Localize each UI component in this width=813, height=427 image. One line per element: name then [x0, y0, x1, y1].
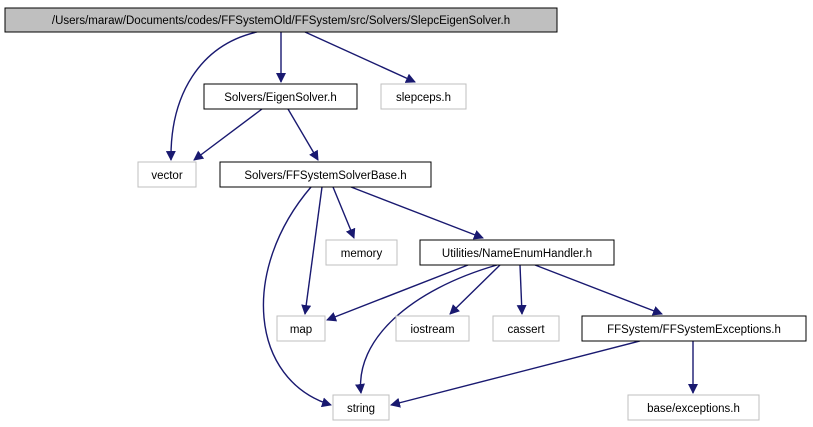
edge-nameenum-to-iostream: [449, 264, 501, 315]
node-base-exceptions-h[interactable]: base/exceptions.h: [627, 394, 760, 421]
node-ffsystemexceptions-h[interactable]: FFSystem/FFSystemExceptions.h: [581, 315, 807, 342]
edge-root-to-vector: [165, 31, 258, 161]
node-nameenumhandler-h-label: Utilities/NameEnumHandler.h: [442, 248, 592, 260]
edge-eigensolver-to-solverbase: [287, 108, 319, 161]
node-map-label: map: [290, 324, 312, 336]
node-solverbase-h-label: Solvers/FFSystemSolverBase.h: [244, 170, 406, 182]
node-solverbase-h[interactable]: Solvers/FFSystemSolverBase.h: [219, 161, 432, 188]
node-iostream-label: iostream: [410, 324, 454, 336]
edge-solverbase-to-memory: [332, 186, 356, 239]
node-vector[interactable]: vector: [137, 161, 197, 188]
edge-solverbase-to-map: [301, 186, 323, 315]
edge-nameenum-to-cassert: [516, 264, 527, 315]
node-nameenumhandler-h[interactable]: Utilities/NameEnumHandler.h: [419, 239, 615, 266]
node-cassert[interactable]: cassert: [492, 315, 560, 342]
edge-nameenum-to-map: [326, 264, 469, 322]
node-root-file-label: /Users/maraw/Documents/codes/FFSystemOld…: [52, 15, 510, 27]
node-slepceps-h[interactable]: slepceps.h: [380, 83, 467, 110]
node-iostream[interactable]: iostream: [395, 315, 470, 342]
node-map[interactable]: map: [276, 315, 326, 342]
edge-ffexceptions-to-string: [390, 340, 641, 408]
node-string-label: string: [347, 403, 375, 415]
node-cassert-label: cassert: [507, 324, 545, 336]
edge-solverbase-to-nameenum: [350, 186, 484, 240]
edge-nameenum-to-string: [355, 264, 498, 394]
edges-layer: [165, 31, 698, 408]
node-memory[interactable]: memory: [325, 239, 398, 266]
node-slepceps-h-label: slepceps.h: [396, 92, 451, 104]
node-vector-label: vector: [151, 170, 182, 182]
node-ffsystemexceptions-h-label: FFSystem/FFSystemExceptions.h: [607, 324, 781, 336]
node-memory-label: memory: [341, 248, 383, 260]
edge-root-to-slepceps: [304, 31, 416, 83]
edge-eigensolver-to-vector: [193, 108, 263, 161]
node-eigensolver-h[interactable]: Solvers/EigenSolver.h: [203, 83, 358, 110]
nodes-layer: /Users/maraw/Documents/codes/FFSystemOld…: [4, 7, 807, 421]
node-base-exceptions-h-label: base/exceptions.h: [647, 403, 740, 415]
edge-nameenum-to-ffexceptions: [534, 264, 663, 316]
node-string[interactable]: string: [332, 394, 390, 421]
node-root-file[interactable]: /Users/maraw/Documents/codes/FFSystemOld…: [4, 7, 558, 33]
edge-solverbase-to-string: [262, 186, 332, 408]
node-eigensolver-h-label: Solvers/EigenSolver.h: [224, 92, 337, 104]
